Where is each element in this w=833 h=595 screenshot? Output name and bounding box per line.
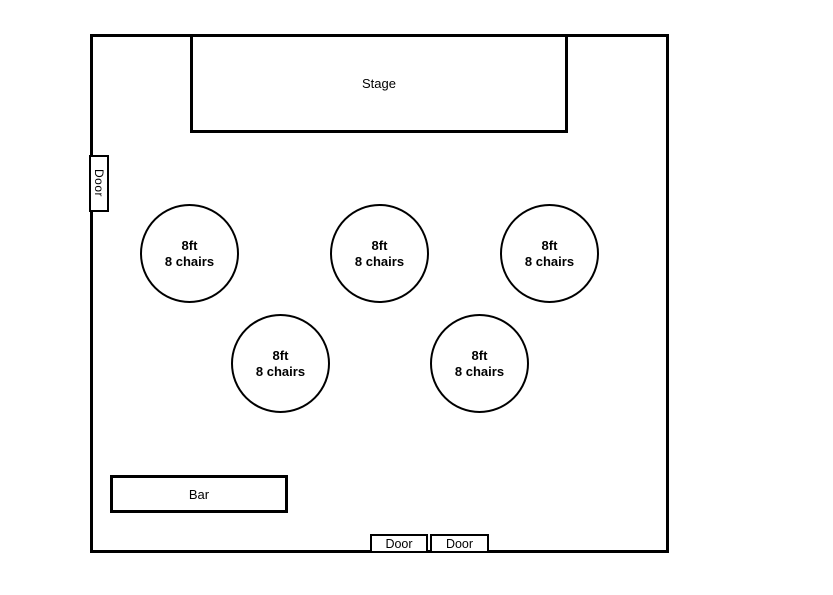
stage: Stage <box>190 34 568 133</box>
bar: Bar <box>110 475 288 513</box>
table-label: 8ft 8 chairs <box>524 237 575 269</box>
round-table-4: 8ft 8 chairs <box>231 314 330 413</box>
exit-door-right-label: Door <box>445 536 474 551</box>
table-label: 8ft 8 chairs <box>354 237 405 269</box>
table-label: 8ft 8 chairs <box>255 347 306 379</box>
side-door-label: Door <box>92 169 106 198</box>
side-door: Door <box>89 155 109 212</box>
exit-door-right: Door <box>430 534 489 553</box>
table-label: 8ft 8 chairs <box>164 237 215 269</box>
table-label: 8ft 8 chairs <box>454 347 505 379</box>
exit-door-left-label: Door <box>385 536 413 551</box>
round-table-1: 8ft 8 chairs <box>140 204 239 303</box>
round-table-2: 8ft 8 chairs <box>330 204 429 303</box>
round-table-5: 8ft 8 chairs <box>430 314 529 413</box>
round-table-3: 8ft 8 chairs <box>500 204 599 303</box>
bar-label: Bar <box>188 486 210 502</box>
stage-label: Stage <box>362 76 396 91</box>
exit-door-left: Door <box>370 534 428 553</box>
